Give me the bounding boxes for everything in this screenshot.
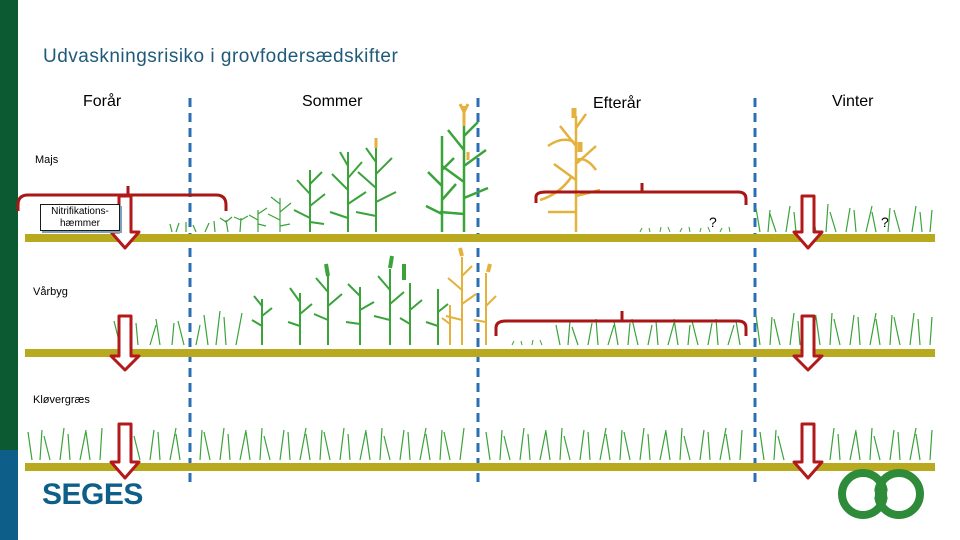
- inhibitor-label-line1: Nitrifikations-: [41, 206, 119, 218]
- clover-grass-sward: [28, 428, 932, 460]
- barley-tall-plants: [252, 269, 448, 345]
- question-mark-winter: ?: [881, 214, 889, 230]
- maize-winter-grass: [756, 204, 932, 232]
- barley-ripe-ears: [460, 248, 490, 272]
- barley-autumn-bracket: [496, 311, 746, 336]
- clover-grass-row: [25, 424, 935, 478]
- maize-growing-plants: [294, 140, 396, 232]
- landbrug-foedevarer-logo: [842, 473, 920, 515]
- barley-young-plants: [114, 311, 242, 345]
- maize-ripe-plant: [540, 114, 600, 232]
- maize-tassels: [376, 104, 468, 160]
- barley-catch-crop: [556, 313, 932, 345]
- season-dividers: [190, 98, 755, 482]
- question-mark-autumn: ?: [709, 214, 717, 230]
- maize-small-seedlings: [170, 197, 291, 232]
- maize-autumn-bracket: [536, 183, 746, 205]
- nitrification-inhibitor-box: Nitrifikations- hæmmer: [40, 204, 120, 231]
- inhibitor-label-line2: hæmmer: [41, 218, 119, 230]
- barley-stubble: [512, 340, 542, 345]
- barley-row: [25, 248, 935, 370]
- barley-ears: [326, 256, 404, 280]
- seges-logo: SEGES: [42, 478, 143, 512]
